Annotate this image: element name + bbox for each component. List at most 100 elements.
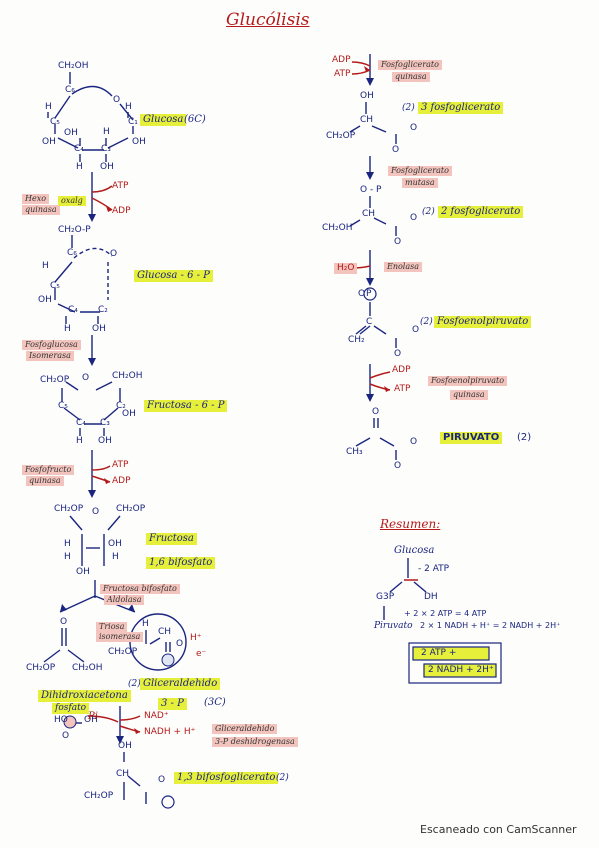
summary-minus-atp: - 2 ATP	[418, 564, 450, 574]
step6-atp: ATP	[334, 69, 351, 79]
pg3-ch2op: CH₂OP	[326, 131, 356, 141]
bpg-label: 1,3 bifosfoglicerato	[174, 772, 279, 784]
pi-o: O	[62, 731, 70, 741]
step1-atp: ATP	[112, 181, 129, 191]
bpg-oh: OH	[118, 741, 132, 751]
pep-o3: O	[394, 349, 402, 359]
step9-adp: ADP	[392, 365, 411, 375]
g6p-c2: C₂	[98, 305, 108, 315]
pgk-label-a: Fosfoglicerato	[378, 60, 442, 71]
hexoquinasa-extra: oxalg	[58, 196, 86, 207]
dhap-o: O	[60, 617, 68, 627]
summary-title: Resumen:	[380, 517, 441, 531]
glucose-oh3: OH	[64, 128, 78, 138]
tim-label-a: Triosa	[96, 622, 128, 633]
f6p-oh1: OH	[122, 409, 136, 419]
step5-nadh: NADH + H⁺	[144, 727, 196, 737]
dhap-label-a: Dihidroxiacetona	[38, 690, 131, 702]
glucose-o: O	[113, 95, 121, 105]
pyruvate-ch3: CH₃	[346, 447, 363, 457]
summary-box1: 2 ATP +	[421, 648, 457, 658]
pg3-o: O	[410, 123, 418, 133]
glucose-h4: H	[76, 162, 83, 172]
dhap-ch2oh: CH₂OH	[72, 663, 103, 673]
g6p-h2: H	[64, 324, 71, 334]
f6p-c2: C₂	[116, 401, 126, 411]
pg2-o: O	[410, 213, 418, 223]
g3p-o: O	[176, 639, 184, 649]
pi-oh: OH	[84, 715, 98, 725]
f16bp-o: O	[92, 507, 100, 517]
glucose-c4: C₄	[74, 144, 84, 154]
f6p-c4: C₄	[76, 418, 86, 428]
f16bp-ch2op-left: CH₂OP	[54, 504, 84, 514]
pg3-coef: (2)	[402, 103, 415, 113]
g3p-ch: CH	[158, 627, 172, 637]
pi-label: Pi	[88, 711, 98, 722]
summary-line1: + 2 × 2 ATP = 4 ATP	[404, 609, 487, 618]
g6p-c6: C₆	[67, 248, 77, 258]
pg2-op: O - P	[360, 185, 382, 195]
camscanner-watermark: Escaneado con CamScanner	[420, 823, 577, 836]
pg3-label: 3 fosfoglicerato	[418, 102, 504, 114]
glucose-oh2: OH	[132, 137, 146, 147]
pfk-label-b: quinasa	[26, 476, 64, 487]
pg2-coef: (2)	[422, 207, 435, 217]
f6p-o: O	[82, 373, 90, 383]
summary-box2: 2 NADH + 2H⁺	[428, 665, 494, 675]
summary-line2: 2 × 1 NADH + H⁺ = 2 NADH + 2H⁺	[420, 621, 561, 630]
g3p-coef: (2)	[128, 679, 141, 689]
f6p-c3: C₃	[100, 418, 110, 428]
pfk-label-a: Fosfofructo	[22, 465, 75, 476]
g6p-c4: C₄	[68, 305, 78, 315]
summary-dh: DH	[424, 592, 438, 602]
isomerasa-label-a: Fosfoglucosa	[22, 340, 81, 351]
page-title: Glucólisis	[226, 10, 310, 30]
f16bp-ch2op-right: CH₂OP	[116, 504, 146, 514]
pgm-label-b: mutasa	[402, 178, 438, 189]
pep-coef: (2)	[420, 317, 433, 327]
pep-label: Fosfoenolpiruvato	[434, 316, 532, 328]
glucose-label: Glucosa	[140, 114, 187, 126]
pg3-ch: CH	[360, 115, 374, 125]
f16bp-label-b: 1,6 bifosfato	[146, 557, 216, 569]
pep-c: C	[366, 317, 373, 327]
bpg-coef: (2)	[276, 773, 289, 783]
pg2-ch2oh: CH₂OH	[322, 223, 353, 233]
f6p-label: Fructosa - 6 - P	[144, 400, 228, 412]
step9-atp: ATP	[394, 384, 411, 394]
pg2-label: 2 fosfoglicerato	[438, 206, 524, 218]
g3p-proton: H⁺	[190, 633, 202, 643]
glucose-h2: H	[125, 102, 132, 112]
g3p-ch2op: CH₂OP	[108, 647, 138, 657]
pgm-label-a: Fosfoglicerato	[388, 166, 452, 177]
f6p-ch2op: CH₂OP	[40, 375, 70, 385]
pi-ho: HO	[54, 715, 68, 725]
step3-atp: ATP	[112, 460, 129, 470]
step3-adp: ADP	[112, 476, 131, 486]
dhap-ch2op: CH₂OP	[26, 663, 56, 673]
bpg-o: O	[158, 775, 166, 785]
f16bp-oh1: OH	[108, 539, 122, 549]
summary-g3p: G3P	[376, 592, 395, 602]
pk-label-b: quinasa	[450, 390, 488, 401]
f6p-ch2oh: CH₂OH	[112, 371, 143, 381]
glucose-h1: H	[45, 102, 52, 112]
pyruvate-o3: O	[394, 461, 402, 471]
glucose-h3: H	[103, 127, 110, 137]
summary-glucose: Glucosa	[394, 545, 435, 556]
bpg-ch: CH	[116, 769, 130, 779]
glucose-oh4: OH	[100, 162, 114, 172]
g3p-label-a: Gliceraldehido	[140, 678, 221, 690]
f16bp-label-a: Fructosa	[146, 533, 197, 545]
step6-adp: ADP	[332, 55, 351, 65]
gapdh-label-b: 3-P deshidrogenasa	[212, 737, 298, 748]
glucose-ch2oh: CH₂OH	[58, 61, 89, 71]
f6p-oh2: OH	[98, 436, 112, 446]
g3p-label-b: 3 - P	[158, 698, 187, 710]
f16bp-oh2: OH	[76, 567, 90, 577]
f16bp-h3: H	[112, 552, 119, 562]
glucose-c3: C₃	[101, 144, 111, 154]
